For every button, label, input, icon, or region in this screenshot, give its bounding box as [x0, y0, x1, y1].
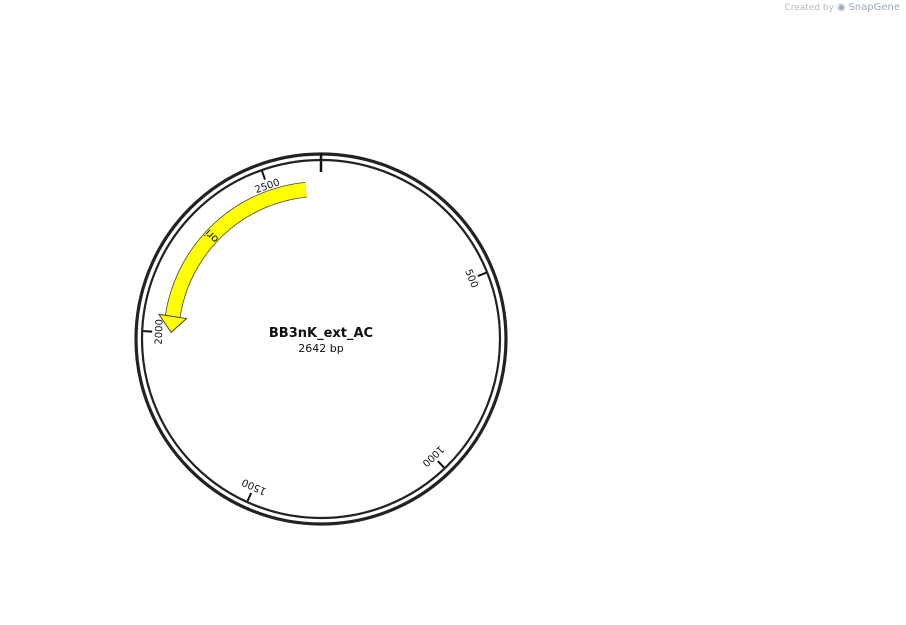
feature-body: [165, 182, 307, 318]
ruler-tick: [437, 460, 445, 469]
snapgene-logo: ◉: [836, 2, 846, 13]
ruler-tick: [477, 271, 487, 277]
backbone-ring: [134, 152, 508, 526]
credit-created-by: Created by: [784, 3, 834, 13]
credit-brand: SnapGene: [848, 2, 900, 13]
plasmid-length: 2642 bp: [298, 342, 343, 355]
features: ori: [157, 181, 307, 334]
ruler-tick: [261, 170, 266, 180]
plasmid-name: BB3nK_ext_AC: [269, 326, 373, 341]
snapgene-credit: Created by ◉ SnapGene: [784, 2, 900, 13]
ruler-label: 500: [462, 268, 479, 290]
feature-arrowhead: [157, 313, 188, 334]
ruler-tick: [246, 492, 253, 502]
ruler-label: 1500: [240, 476, 268, 497]
ruler-label: 2000: [154, 319, 166, 345]
feature-ori: ori: [157, 181, 307, 334]
